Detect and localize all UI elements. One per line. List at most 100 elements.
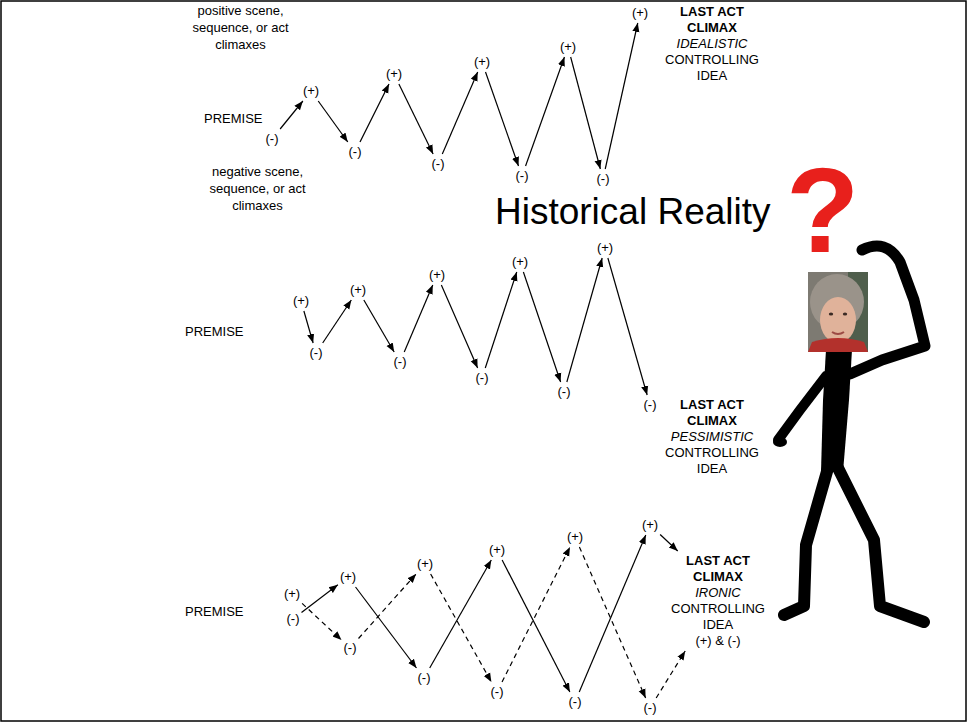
- climax-marker: (-): [644, 397, 657, 413]
- story-arc: [486, 72, 519, 166]
- story-arc: [304, 311, 313, 343]
- figure-torso: [821, 350, 852, 472]
- story-arc: [442, 72, 477, 154]
- ironic-arc-dashed: [656, 651, 685, 698]
- climax-marker: (-): [432, 156, 445, 172]
- climax-sign: (+): [386, 66, 402, 82]
- climax-marker: (-): [344, 640, 357, 656]
- climax-marker: (+): [340, 569, 356, 585]
- story-arc: [526, 57, 565, 166]
- climax-sign: (+): [512, 254, 528, 270]
- story-arc: [605, 23, 638, 169]
- climax-marker: (+): [560, 39, 576, 55]
- premise-label: PREMISE: [185, 324, 244, 340]
- story-arc: [441, 285, 477, 368]
- climax-marker: (+): [474, 54, 490, 70]
- climax-marker: (+): [642, 517, 658, 533]
- climax-marker: (+): [567, 529, 583, 545]
- climax-marker: (+): [429, 267, 445, 283]
- climax-sign: (-): [644, 397, 657, 413]
- climax-text: LAST ACT CLIMAX: [668, 553, 768, 585]
- climax-sign: (+): [560, 39, 576, 55]
- story-arc: [608, 258, 647, 395]
- climax-marker: (+): [597, 240, 613, 256]
- climax-text: (+) & (-): [668, 633, 768, 649]
- annotation-note: negative scene, sequence, or act climaxe…: [200, 163, 315, 214]
- climax-sign: (-): [349, 144, 362, 160]
- stick-figure: [773, 246, 925, 622]
- story-arc: [660, 534, 678, 551]
- story-arc: [430, 560, 492, 668]
- story-arc: [399, 84, 433, 154]
- figure-right-leg: [838, 468, 924, 622]
- story-arc: [323, 300, 352, 343]
- climax-marker: (+): [350, 282, 366, 298]
- story-arc: [302, 585, 338, 613]
- story-arc: [364, 300, 394, 352]
- climax-sign: (-): [516, 168, 529, 184]
- climax-sign: (+): [567, 529, 583, 545]
- photo-face: [820, 297, 856, 343]
- climax-marker: (-): [394, 354, 407, 370]
- climax-marker: (+): [512, 254, 528, 270]
- climax-marker: (+): [386, 66, 402, 82]
- story-arc: [360, 84, 389, 142]
- story-arc: [280, 101, 303, 129]
- climax-text: PESSIMISTIC: [662, 429, 762, 445]
- climax-text: IRONIC: [668, 585, 768, 601]
- climax-marker: (+): [284, 586, 300, 602]
- climax-sign: (-): [344, 640, 357, 656]
- climax-sign: (-): [491, 684, 504, 700]
- climax-marker: (+): [303, 83, 319, 99]
- photo-mouth: [832, 332, 844, 334]
- climax-marker: (+): [417, 556, 433, 572]
- climax-marker: (-): [266, 131, 279, 147]
- climax-block: LAST ACT CLIMAXIDEALISTICCONTROLLING IDE…: [662, 4, 762, 84]
- climax-block: LAST ACT CLIMAXPESSIMISTICCONTROLLING ID…: [662, 397, 762, 477]
- climax-marker: (-): [349, 144, 362, 160]
- climax-sign: (-): [569, 694, 582, 710]
- premise-label: PREMISE: [204, 111, 263, 127]
- climax-text: CONTROLLING IDEA: [662, 445, 762, 477]
- climax-sign: (-): [597, 171, 610, 187]
- question-mark: ?: [786, 150, 859, 270]
- climax-sign: (+): [303, 83, 319, 99]
- premise-label: PREMISE: [185, 604, 244, 620]
- climax-sign: (+): [489, 542, 505, 558]
- climax-sign: (+): [597, 240, 613, 256]
- ironic-arc-dashed: [502, 547, 570, 682]
- ironic-arc-dashed: [302, 603, 341, 640]
- climax-marker: (+): [293, 293, 309, 309]
- climax-sign: (+): [284, 586, 300, 602]
- climax-sign: (+): [293, 293, 309, 309]
- photo-eye: [843, 312, 847, 315]
- climax-sign: (+): [632, 5, 648, 21]
- climax-marker: (-): [476, 370, 489, 386]
- climax-sign: (-): [476, 370, 489, 386]
- climax-marker: (-): [418, 670, 431, 686]
- photo-eye: [829, 312, 833, 315]
- slide-caption: Historical Reality: [493, 192, 773, 232]
- climax-text: LAST ACT CLIMAX: [662, 4, 762, 36]
- figure-hand: [773, 437, 787, 447]
- climax-sign: (-): [644, 700, 657, 716]
- climax-marker: (-): [569, 694, 582, 710]
- climax-sign: (-): [287, 611, 300, 627]
- story-arc: [356, 587, 417, 668]
- climax-marker: (+): [489, 542, 505, 558]
- figure-left-leg: [784, 468, 828, 615]
- photo-collar: [808, 338, 868, 352]
- climax-marker: (-): [516, 168, 529, 184]
- climax-sign: (-): [418, 670, 431, 686]
- climax-marker: (-): [491, 684, 504, 700]
- climax-text: CONTROLLING IDEA: [662, 52, 762, 84]
- climax-sign: (+): [350, 282, 366, 298]
- climax-sign: (-): [432, 156, 445, 172]
- climax-sign: (+): [474, 54, 490, 70]
- annotation-note: positive scene, sequence, or act climaxe…: [183, 2, 298, 53]
